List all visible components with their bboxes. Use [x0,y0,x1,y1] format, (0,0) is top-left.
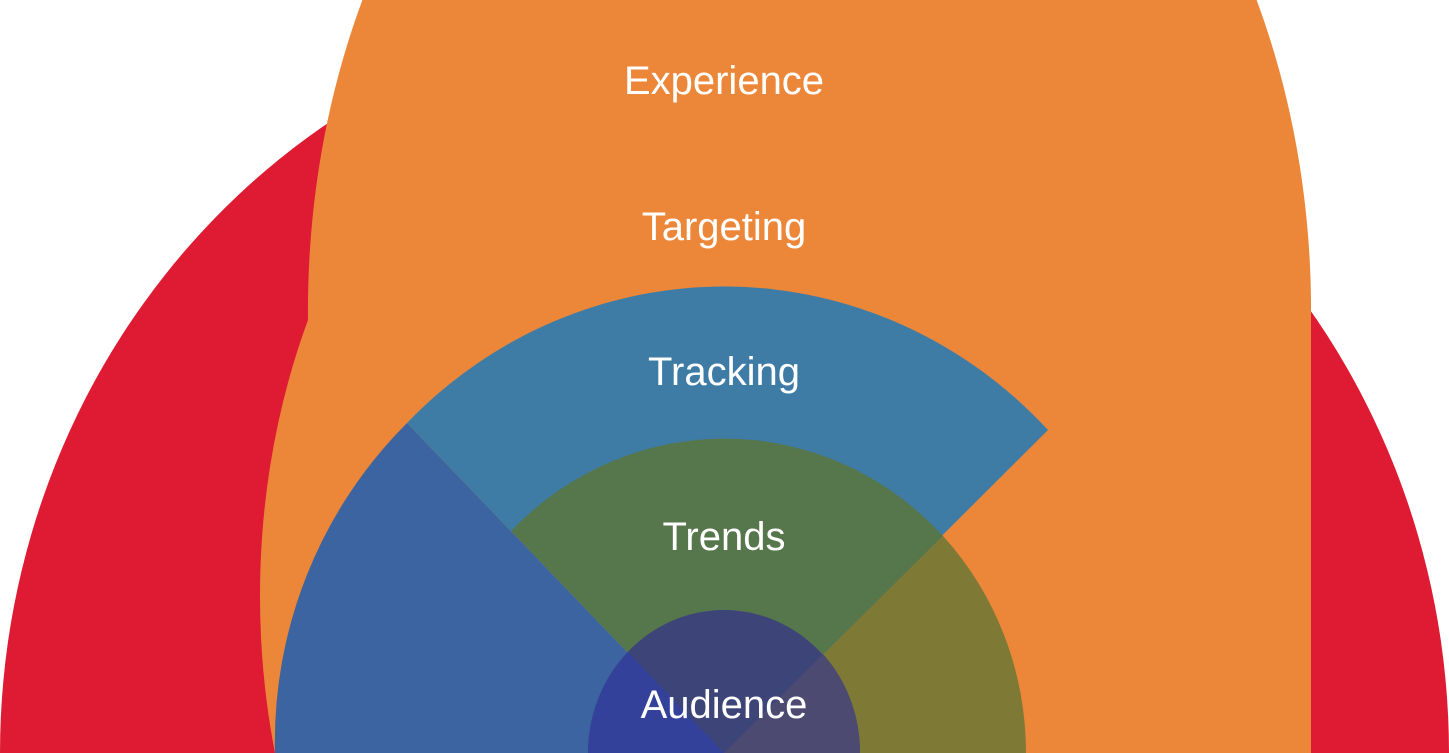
targeting-left-overlap [274,423,724,753]
tracking-label: Tracking [648,350,800,394]
targeting-label: Targeting [642,205,807,249]
trends-arc [511,438,943,753]
audience-left-overlap [588,652,724,753]
trends-label: Trends [662,515,785,559]
experience-label: Experience [624,59,824,103]
audience-label: Audience [641,683,808,727]
audience-right-overlap [724,654,861,753]
